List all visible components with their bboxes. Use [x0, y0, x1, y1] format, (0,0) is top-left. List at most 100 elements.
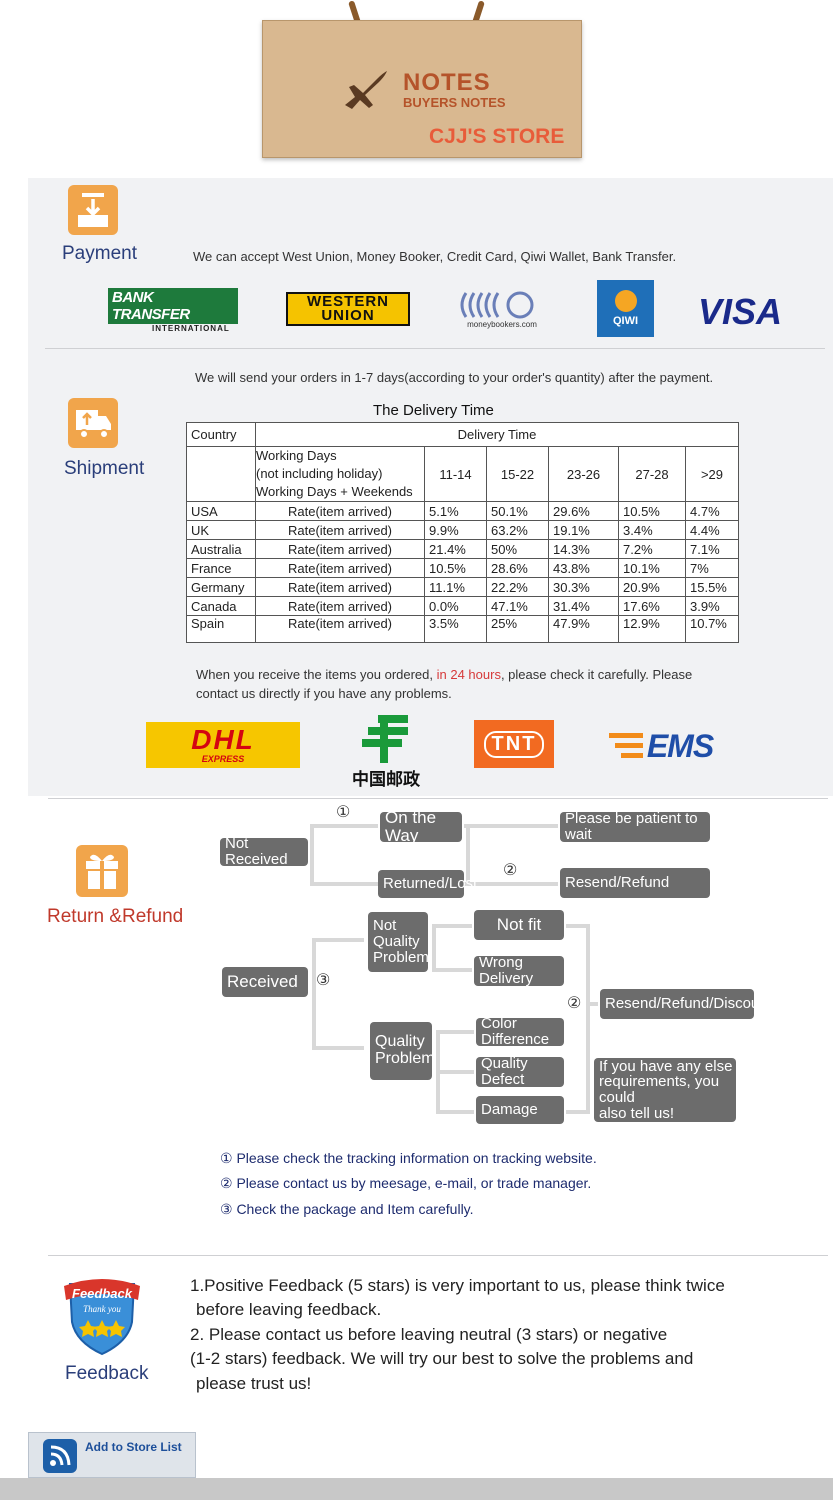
flow-line [436, 1070, 474, 1074]
working-days-line1: Working Days [256, 448, 337, 463]
value-cell: 50% [486, 539, 549, 559]
delivery-table-title: The Delivery Time [373, 402, 494, 419]
feedback-line: 1.Positive Feedback (5 stars) is very im… [190, 1276, 725, 1295]
table-row: UK Rate(item arrived) 9.9% 63.2% 19.1% 3… [186, 520, 739, 540]
flow-line [310, 882, 378, 886]
payment-download-icon [68, 185, 118, 235]
country-header: Country [186, 422, 256, 447]
western-union-logo: WESTERN UNION [286, 292, 410, 326]
not-received-box: Not Received [220, 836, 308, 867]
value-cell: 7.2% [618, 539, 686, 559]
shipment-intro: We will send your orders in 1-7 days(acc… [195, 370, 714, 385]
working-days-line3: Working Days + Weekends [256, 484, 413, 499]
flow-line [436, 1110, 474, 1114]
country-cell: UK [186, 520, 256, 540]
flow-line [432, 924, 472, 928]
rate-cell: Rate(item arrived) [255, 520, 425, 540]
value-cell: 10.5% [618, 501, 686, 521]
table-row: France Rate(item arrived) 10.5% 28.6% 43… [186, 558, 739, 578]
rate-cell: Rate(item arrived) [255, 577, 425, 597]
not-quality-line2: Quality [373, 933, 420, 951]
value-cell: 3.5% [424, 615, 487, 643]
country-cell: Germany [186, 577, 256, 597]
receive-text-b: , please check it carefully. Please [500, 667, 693, 682]
flow-line [312, 1046, 364, 1050]
rate-cell: Rate(item arrived) [255, 501, 425, 521]
flow-line [586, 924, 590, 1114]
store-name: CJJ'S STORE [429, 125, 565, 148]
return-refund-label: Return &Refund [47, 906, 184, 927]
value-cell: 5.1% [424, 501, 487, 521]
ems-logo: EMS [604, 724, 716, 768]
not-quality-line3: Problem [373, 948, 429, 966]
ems-text: EMS [646, 727, 714, 764]
value-cell: 25% [486, 615, 549, 643]
country-cell: Canada [186, 596, 256, 616]
flow-line [588, 1002, 598, 1006]
value-cell: 12.9% [618, 615, 686, 643]
receive-text-c: contact us directly if you have any prob… [196, 686, 452, 701]
table-row: Australia Rate(item arrived) 21.4% 50% 1… [186, 539, 739, 559]
range-header: 15-22 [486, 446, 549, 502]
airplane-icon [341, 67, 391, 118]
china-post-logo: 中国邮政 [340, 712, 432, 790]
table-row: Spain Rate(item arrived) 3.5% 25% 47.9% … [186, 615, 739, 643]
value-cell: 19.1% [548, 520, 619, 540]
rate-cell: Rate(item arrived) [255, 615, 425, 643]
value-cell: 9.9% [424, 520, 487, 540]
dhl-text: DHL [191, 724, 255, 755]
resend-refund-box: Resend/Refund [560, 868, 710, 898]
flow-line [464, 824, 558, 828]
value-cell: 14.3% [548, 539, 619, 559]
working-days-line2: (not including holiday) [256, 466, 383, 481]
quality-line2: Problem [375, 1050, 435, 1067]
dhl-logo: DHL EXPRESS [146, 722, 300, 768]
visa-logo: VISA [697, 291, 783, 332]
payment-label: Payment [62, 243, 137, 264]
flow-line [432, 924, 436, 972]
not-fit-box: Not fit [474, 910, 564, 940]
returned-lost-box: Returned/Lost [378, 870, 477, 898]
add-to-store-list-button[interactable]: Add to Store List [28, 1432, 196, 1478]
value-cell: 21.4% [424, 539, 487, 559]
flow-line [310, 824, 314, 886]
table-row: Canada Rate(item arrived) 0.0% 47.1% 31.… [186, 596, 739, 616]
gift-box-icon [76, 845, 128, 897]
else-line3: also tell us! [599, 1104, 675, 1122]
value-cell: 31.4% [548, 596, 619, 616]
rss-icon [43, 1439, 77, 1473]
notes-tag: NOTES BUYERS NOTES CJJ'S STORE [262, 20, 582, 158]
flow-line [432, 968, 472, 972]
flow-line [310, 824, 378, 828]
add-to-store-list-label: Add to Store List [85, 1440, 182, 1454]
quality-problem-box: Quality Problem [370, 1022, 435, 1080]
step-marker: ① [336, 804, 351, 821]
table-subheader-row: Working Days (not including holiday) Wor… [186, 446, 739, 502]
moneybookers-logo: moneybookers.com [452, 286, 552, 332]
value-cell: 28.6% [486, 558, 549, 578]
range-header: >29 [685, 446, 739, 502]
flow-line [566, 924, 588, 928]
value-cell: 10.5% [424, 558, 487, 578]
value-cell: 29.6% [548, 501, 619, 521]
bottom-bar [0, 1478, 833, 1500]
value-cell: 3.4% [618, 520, 686, 540]
quality-defect-box: Quality Defect [476, 1056, 564, 1087]
feedback-line: 2. Please contact us before leaving neut… [190, 1325, 668, 1344]
range-header: 11-14 [424, 446, 487, 502]
feedback-line: please trust us! [196, 1374, 312, 1393]
else-requirements-box: If you have any else requirements, you c… [594, 1058, 736, 1122]
country-cell: France [186, 558, 256, 578]
value-cell: 15.5% [685, 577, 739, 597]
flow-line [436, 1030, 474, 1034]
notes-title: NOTES [403, 69, 491, 96]
value-cell: 30.3% [548, 577, 619, 597]
value-cell: 47.9% [548, 615, 619, 643]
bank-transfer-text: BANK TRANSFER [108, 287, 238, 324]
bank-transfer-logo: BANK TRANSFER INTERNATIONAL [108, 287, 238, 333]
section-divider [45, 348, 825, 349]
flow-line [312, 938, 316, 1050]
table-header-row: Country Delivery Time [186, 422, 739, 447]
receive-instructions: When you receive the items you ordered, … [196, 665, 692, 703]
step-marker: ② [503, 862, 518, 879]
